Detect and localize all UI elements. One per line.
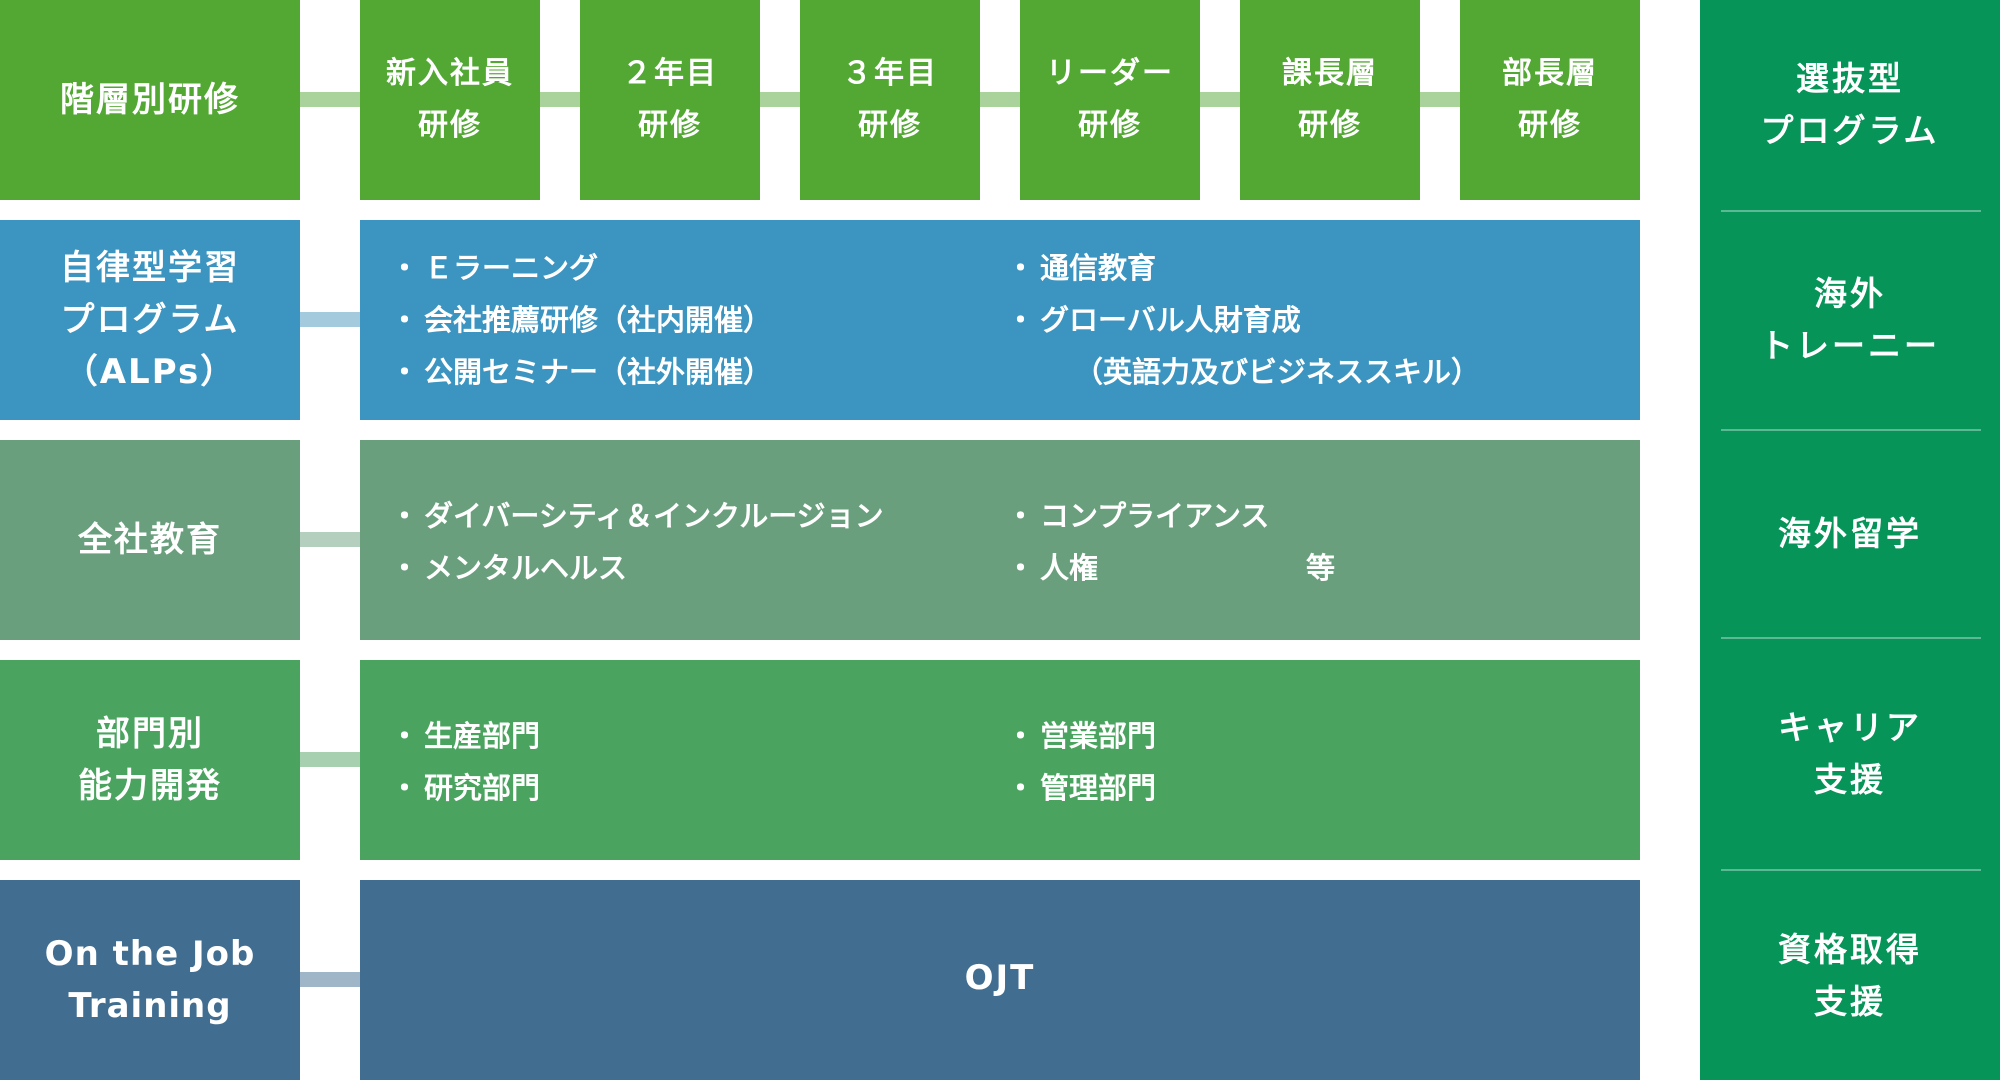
list-item: メンタルヘルス [390,542,1006,594]
list-item: 管理部門 [1006,762,1156,814]
row-label-text: （ALPs） [63,352,237,392]
right-item-text: 資格取得 [1778,929,1922,969]
step-title: 課長層 [1282,56,1378,91]
list-item: グローバル人財育成 [1006,294,1480,346]
row-label-text: 部門別 [96,714,204,754]
right-item-selection-program: 選抜型 プログラム [1700,0,2000,210]
step-title: リーダー [1046,56,1174,91]
row-label-text: Training [68,986,232,1026]
right-item-career-support: キャリア 支援 [1700,639,2000,869]
list-item: 会社推薦研修（社内開催） [390,294,1006,346]
step-box-3rd-year: ３年目 研修 [800,0,980,200]
right-item-text: 支援 [1814,981,1886,1021]
row-label-alps: 自律型学習 プログラム （ALPs） [0,220,300,420]
content-box-alps: Ｅラーニング 会社推薦研修（社内開催） 公開セミナー（社外開催） 通信教育 グロ… [360,220,1640,420]
divider [1721,210,1981,212]
list-item: 営業部門 [1006,710,1156,762]
step-subtitle: 研修 [1518,108,1582,143]
step-subtitle: 研修 [638,108,702,143]
step-title: ３年目 [842,56,938,91]
connector-line [300,532,360,547]
right-item-study-abroad: 海外留学 [1700,431,2000,637]
content-box-company: ダイバーシティ＆インクルージョン メンタルヘルス コンプライアンス 人権 等 [360,440,1640,640]
right-item-text: 支援 [1814,760,1886,799]
row-label-hierarchy: 階層別研修 [0,0,300,200]
right-item-text: トレーニー [1760,326,1940,365]
row-label-text: 階層別研修 [60,80,240,120]
step-title: 新入社員 [386,56,514,91]
list-item: ダイバーシティ＆インクルージョン [390,490,1006,542]
content-column-left: 生産部門 研究部門 [390,710,1006,860]
divider [1721,637,1981,639]
list-item: コンプライアンス [1006,490,1306,542]
row-label-department: 部門別 能力開発 [0,660,300,860]
step-subtitle: 研修 [858,108,922,143]
connector-line [300,752,360,767]
connector-line [300,972,360,987]
list-item: 通信教育 [1006,242,1480,294]
right-item-text: 海外留学 [1778,514,1922,553]
step-box-section-chief: 課長層 研修 [1240,0,1420,200]
step-title: 部長層 [1502,56,1598,91]
row-label-text: 能力開発 [78,766,222,806]
connector-line [300,312,360,327]
step-subtitle: 研修 [1298,108,1362,143]
divider [1721,869,1981,871]
right-item-text: 選抜型 [1796,59,1904,98]
step-subtitle: 研修 [418,108,482,143]
content-column-left: Ｅラーニング 会社推薦研修（社内開催） 公開セミナー（社外開催） [390,242,1006,420]
right-item-overseas-trainee: 海外 トレーニー [1700,212,2000,428]
content-column-left: ダイバーシティ＆インクルージョン メンタルヘルス [390,490,1006,640]
etc-text: 等 [1306,551,1336,585]
right-item-text: キャリア [1778,708,1922,747]
right-item-text: プログラム [1760,111,1940,150]
row-label-text: プログラム [60,300,240,340]
content-column-right: 営業部門 管理部門 [1006,710,1156,860]
right-item-text: 海外 [1814,274,1886,313]
list-item: 生産部門 [390,710,1006,762]
content-box-ojt: OJT [360,880,1640,1080]
step-box-new-employee: 新入社員 研修 [360,0,540,200]
step-box-leader: リーダー 研修 [1020,0,1200,200]
content-box-department: 生産部門 研究部門 営業部門 管理部門 [360,660,1640,860]
row-label-company: 全社教育 [0,440,300,640]
list-item: 公開セミナー（社外開催） [390,346,1006,398]
row-label-text: 全社教育 [78,520,222,560]
content-column-right: コンプライアンス 人権 [1006,490,1306,640]
ojt-text: OJT [964,958,1036,998]
step-subtitle: 研修 [1078,108,1142,143]
row-label-ojt: On the Job Training [0,880,300,1080]
right-item-certification-support: 資格取得 支援 [1700,871,2000,1080]
row-label-text: 自律型学習 [60,248,240,288]
list-item: 人権 [1006,542,1306,594]
row-label-text: On the Job [44,934,256,974]
etc-label: 等 [1306,490,1335,640]
list-item: 研究部門 [390,762,1006,814]
step-box-dept-head: 部長層 研修 [1460,0,1640,200]
step-box-2nd-year: ２年目 研修 [580,0,760,200]
list-item-note: （英語力及びビジネススキル） [1074,355,1481,389]
step-title: ２年目 [622,56,718,91]
right-panel [1700,0,2000,1080]
list-item: Ｅラーニング [390,242,1006,294]
divider [1721,429,1981,431]
content-column-right: 通信教育 グローバル人財育成 （英語力及びビジネススキル） [1006,242,1480,420]
